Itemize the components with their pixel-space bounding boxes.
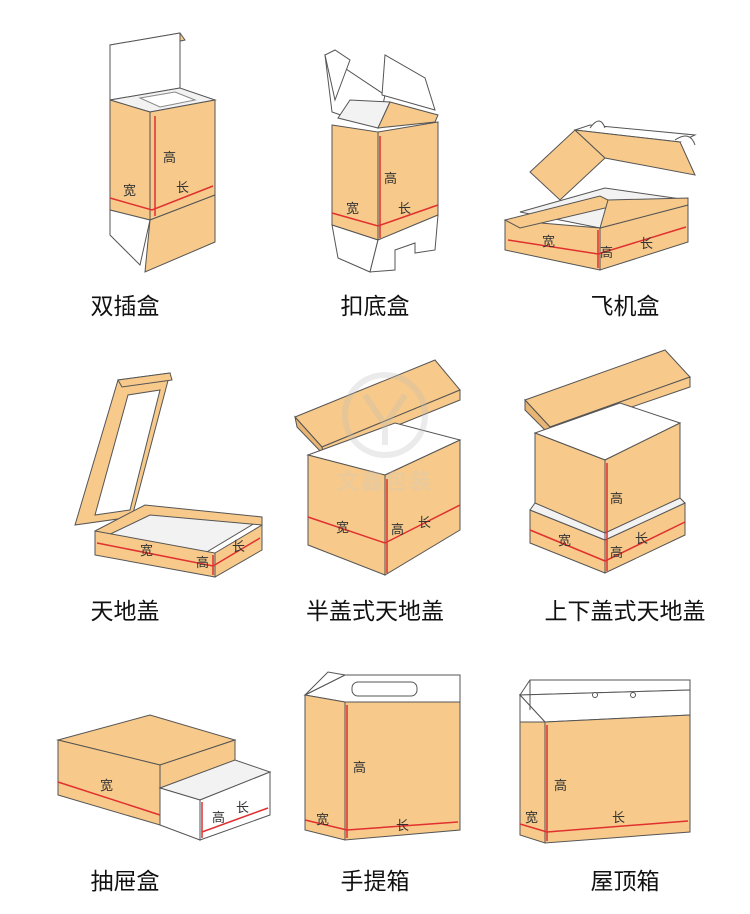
height-label: 高 <box>163 150 176 166</box>
width-label: 宽 <box>100 778 113 794</box>
watermark: 文鑫包装 <box>320 370 450 496</box>
width-label: 宽 <box>316 812 329 828</box>
height-label: 高 <box>384 171 397 187</box>
height-label-base: 高 <box>610 545 623 561</box>
box-carry-case: 高 宽 长 手提箱 <box>250 610 500 914</box>
height-label: 高 <box>196 555 209 571</box>
height-label: 高 <box>554 778 567 794</box>
box-name-label: 天地盖 <box>90 599 160 625</box>
drawer-illustration: 宽 高 长 <box>56 714 272 841</box>
box-name-label: 手提箱 <box>340 869 410 895</box>
height-label: 高 <box>610 491 623 507</box>
length-label: 长 <box>612 811 625 826</box>
half-lid-illustration: 宽 高 长 <box>294 359 462 576</box>
width-label: 宽 <box>525 810 538 826</box>
length-label: 长 <box>398 202 411 217</box>
mailer-illustration: 高 宽 长 <box>503 120 697 271</box>
width-label: 宽 <box>558 533 571 549</box>
box-hinged-lid: 宽 高 长 天地盖 <box>0 305 263 625</box>
box-name-label: 半盖式天地盖 <box>306 599 444 625</box>
length-label: 长 <box>396 819 409 834</box>
width-label: 宽 <box>542 234 555 250</box>
width-label: 宽 <box>123 183 136 199</box>
box-mailer: 高 宽 长 飞机盒 <box>500 0 750 320</box>
length-label: 长 <box>232 540 245 555</box>
box-roof: 高 宽 长 屋顶箱 <box>500 610 750 914</box>
roof-box-illustration: 高 宽 长 <box>518 679 691 844</box>
watermark-text: 文鑫包装 <box>336 470 433 495</box>
box-top-bottom-lid: 高 宽 高 长 上下盖式天地盖 <box>500 305 750 625</box>
box-name-label: 上下盖式天地盖 <box>544 599 706 625</box>
height-label: 高 <box>600 245 613 261</box>
snap-lock-illustration: 高 宽 长 <box>324 49 439 273</box>
width-label: 宽 <box>140 543 153 559</box>
height-label: 高 <box>391 522 404 538</box>
box-name-label: 扣底盒 <box>340 294 410 320</box>
box-name-label: 双插盒 <box>90 294 160 320</box>
box-snap-lock-bottom: 高 宽 长 扣底盒 <box>250 0 500 320</box>
height-label: 高 <box>353 760 366 776</box>
top-bottom-lid-illustration: 高 宽 高 长 <box>524 349 691 574</box>
carry-case-illustration: 高 宽 长 <box>303 671 461 841</box>
double-tuck-illustration: 高 宽 长 <box>109 32 217 273</box>
length-label: 长 <box>635 532 648 547</box>
width-label: 宽 <box>346 201 359 217</box>
box-half-lid: 宽 高 长 半盖式天地盖 <box>250 305 500 625</box>
hinged-lid-illustration: 宽 高 长 <box>74 372 263 578</box>
box-name-label: 屋顶箱 <box>590 869 660 895</box>
length-label: 长 <box>176 181 189 196</box>
box-drawer: 宽 高 长 抽屉盒 <box>0 610 272 914</box>
box-name-label: 飞机盒 <box>590 294 660 320</box>
length-label: 长 <box>236 801 249 816</box>
length-label: 长 <box>640 237 653 252</box>
width-label: 宽 <box>336 520 349 536</box>
box-double-tuck: 高 宽 长 双插盒 <box>0 0 250 320</box>
box-name-label: 抽屉盒 <box>90 869 160 895</box>
watermark-logo-icon <box>342 372 428 458</box>
height-label: 高 <box>212 810 225 826</box>
length-label: 长 <box>418 516 431 531</box>
